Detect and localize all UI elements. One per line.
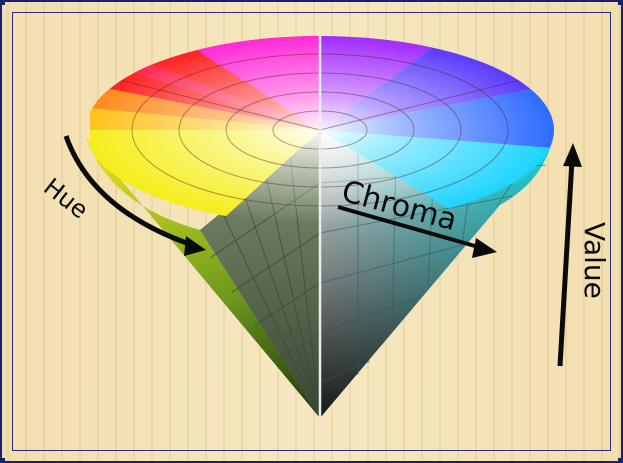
value-label: Value [578, 222, 611, 299]
value-arrowhead [563, 143, 582, 167]
hue-disk [86, 20, 580, 240]
chroma-arrowhead [472, 238, 497, 258]
value-arrow [560, 160, 572, 366]
hue-label: Hue [38, 173, 93, 225]
